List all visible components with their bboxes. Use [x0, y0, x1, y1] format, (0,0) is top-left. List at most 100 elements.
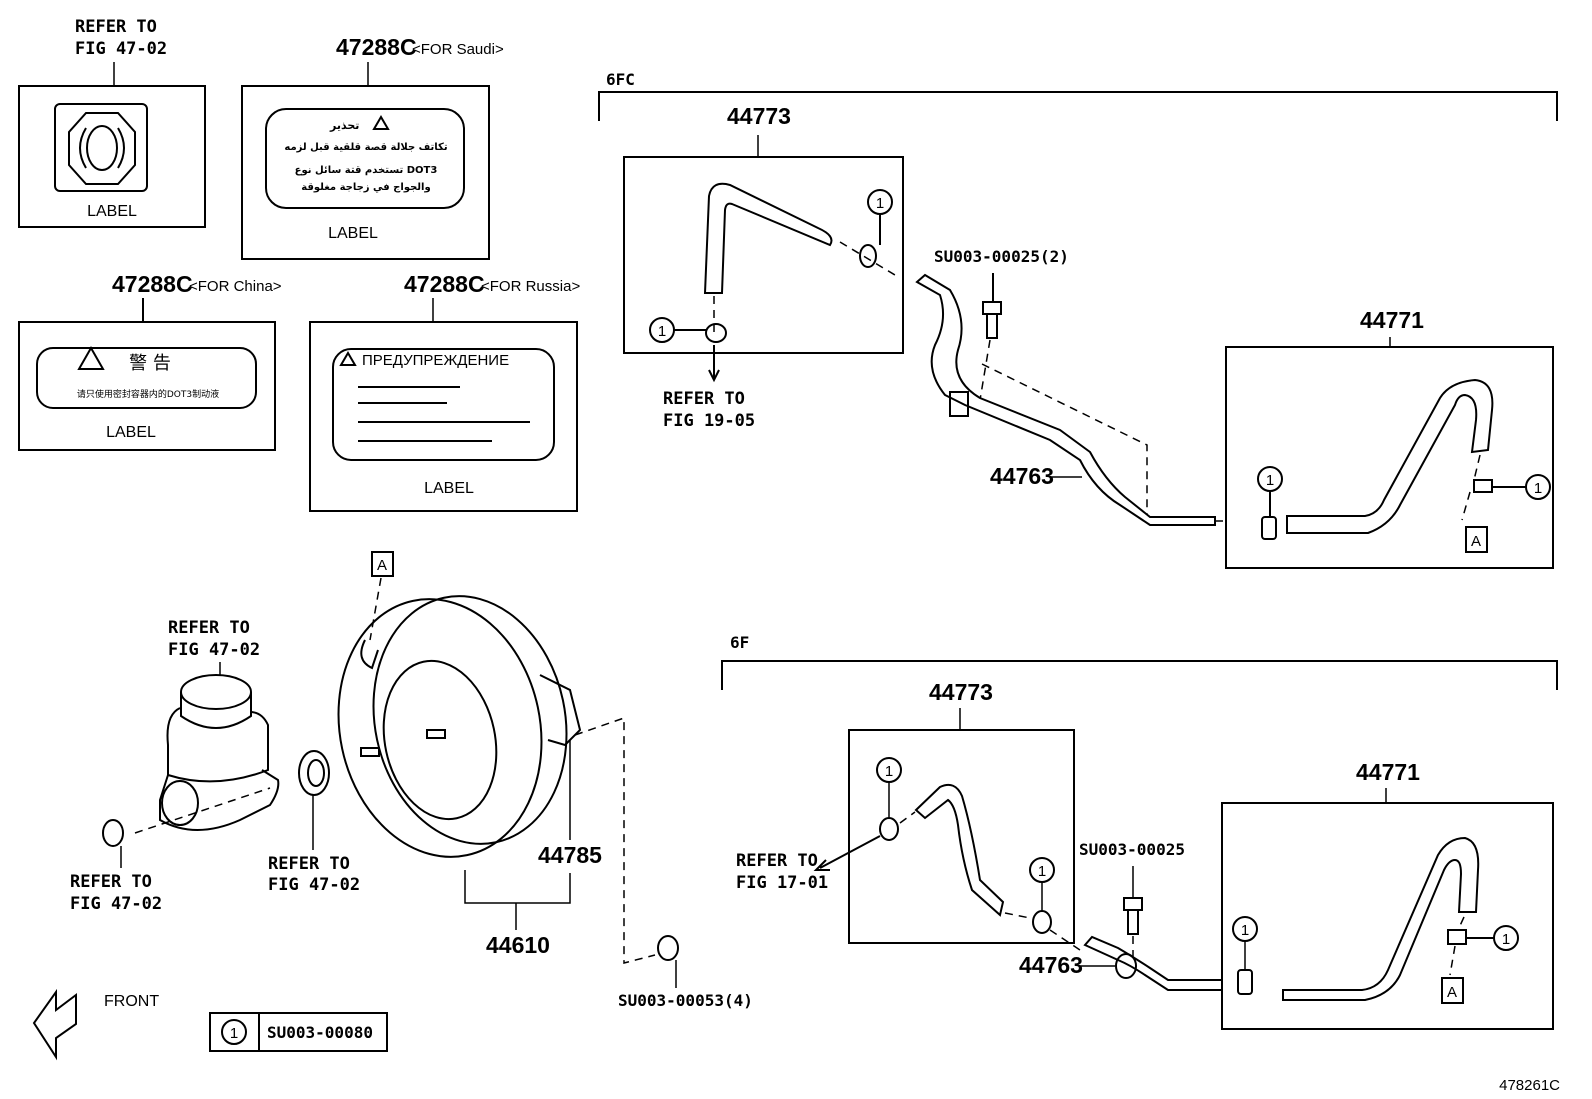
svg-text:والجواج في زجاجة مغلوقة: والجواج في زجاجة مغلوقة — [301, 182, 430, 193]
part-number: 47288C — [336, 34, 417, 60]
label-sticker-outline — [36, 347, 257, 409]
front-label: FRONT — [104, 993, 159, 1010]
stud-icon — [426, 729, 446, 739]
label-sticker-outline — [265, 108, 465, 209]
master-cylinder — [159, 769, 280, 831]
part-number-44785: 44785 — [538, 842, 602, 868]
svg-text:REFER TO: REFER TO — [268, 854, 350, 874]
label-sticker-outline — [332, 348, 555, 461]
legend: 1 SU003-00080 — [209, 1012, 388, 1052]
svg-text:FIG 47-02: FIG 47-02 — [268, 875, 360, 895]
ref-text-line2: FIG 47-02 — [75, 39, 167, 59]
part-number-44763: 44763 — [990, 463, 1054, 489]
svg-text:1: 1 — [885, 763, 893, 780]
diagram-id: 478261C — [1499, 1077, 1560, 1094]
svg-text:تستخدم قتة سائل نوع DOT3: تستخدم قتة سائل نوع DOT3 — [295, 165, 438, 176]
label-qualifier: <FOR Saudi> — [412, 41, 504, 58]
bolt-icon — [982, 301, 1002, 339]
label-caption: LABEL — [424, 480, 474, 497]
reservoir — [166, 707, 269, 783]
warning-icon — [372, 115, 390, 130]
callout-1 — [221, 1019, 247, 1045]
nut-part-number: SU003-00053(4) — [618, 991, 753, 1010]
clamp — [859, 244, 877, 268]
front-arrow-icon — [32, 988, 77, 1061]
svg-text:1: 1 — [1038, 863, 1046, 880]
label-sticker-outline — [54, 103, 148, 192]
part-number-44773: 44773 — [727, 103, 791, 129]
label-box — [241, 85, 490, 260]
ref-text-line1: REFER TO — [75, 17, 157, 37]
svg-text:A: A — [377, 557, 387, 574]
svg-text:تحذير: تحذير — [329, 119, 359, 132]
reservoir-cap — [180, 674, 252, 710]
arrow-icon — [813, 835, 881, 871]
warning-icon — [77, 345, 105, 370]
svg-text:ПРЕДУПРЕЖДЕНИЕ: ПРЕДУПРЕЖДЕНИЕ — [362, 352, 509, 369]
svg-text:1: 1 — [1241, 922, 1249, 939]
front-indicator: FRONT — [32, 988, 159, 1061]
label-box — [18, 85, 206, 228]
legend-part-number: SU003-00080 — [267, 1023, 373, 1042]
nut-icon — [102, 819, 124, 847]
svg-text:1: 1 — [1502, 931, 1510, 948]
svg-text:REFER TO: REFER TO — [70, 872, 152, 892]
seal-icon — [298, 750, 330, 796]
pipe-clip — [1115, 953, 1137, 979]
label-qualifier: <FOR Russia> — [481, 278, 580, 295]
svg-text:A: A — [1447, 984, 1457, 1001]
part-number: 47288C — [404, 271, 485, 297]
svg-text:1: 1 — [876, 195, 884, 212]
svg-text:FIG 19-05: FIG 19-05 — [663, 411, 755, 431]
label-caption: LABEL — [328, 225, 378, 242]
marker-a — [371, 551, 394, 577]
label-saudi: 47288C <FOR Saudi> تحذير تكاتف جلالة قصة… — [241, 34, 504, 260]
part-number: 47288C — [112, 271, 193, 297]
svg-text:تكاتف جلالة قصة قلقية قبل لزمه: تكاتف جلالة قصة قلقية قبل لزمه — [284, 142, 447, 153]
nut-icon — [657, 935, 679, 961]
marker-a — [1465, 526, 1488, 553]
label-qualifier: <FOR China> — [189, 278, 282, 295]
svg-text:1: 1 — [230, 1025, 238, 1042]
part-number-44773: 44773 — [929, 679, 993, 705]
marker-a — [1441, 977, 1464, 1004]
group-title: 6F — [730, 633, 749, 652]
pipe-44763 — [915, 273, 1216, 526]
label-caption: LABEL — [106, 424, 156, 441]
group-bracket — [721, 660, 1558, 690]
hose-44771 — [1282, 836, 1480, 1001]
svg-text:警 告: 警 告 — [129, 353, 171, 374]
group-bracket — [598, 91, 1558, 121]
svg-text:1: 1 — [1534, 480, 1542, 497]
group-title: 6FC — [606, 70, 635, 89]
booster-assembly: A 44785 44610 SU003-00053(4) REFER TO FI… — [70, 551, 753, 1010]
bolt-part-number: SU003-00025(2) — [934, 247, 1069, 266]
octagon-icon — [68, 112, 136, 185]
hose-44773 — [914, 783, 1005, 917]
svg-text:REFER TO: REFER TO — [168, 618, 250, 638]
svg-text:REFER TO: REFER TO — [736, 851, 818, 871]
warning-icon — [339, 351, 357, 366]
hose-44771 — [1286, 378, 1494, 534]
svg-text:REFER TO: REFER TO — [663, 389, 745, 409]
pipe-clip — [949, 391, 969, 417]
brake-booster — [337, 598, 543, 858]
part-number-44771: 44771 — [1360, 307, 1424, 333]
svg-text:47288C: 47288C — [336, 34, 417, 60]
svg-text:请只使用密封容器内的DOT3制动液: 请只使用密封容器内的DOT3制动液 — [77, 388, 219, 400]
clamp — [705, 323, 727, 343]
svg-text:FIG 17-01: FIG 17-01 — [736, 873, 828, 893]
label-china: 47288C <FOR China> 警 告 请只使用密封容器内的DOT3制动液… — [18, 271, 282, 451]
svg-text:A: A — [1471, 533, 1481, 550]
hose-44773 — [703, 182, 833, 294]
hose-box — [1221, 802, 1554, 1030]
circle-icon — [86, 125, 118, 171]
label-generic: REFER TO FIG 47-02 LABEL — [18, 17, 206, 228]
bolt-icon — [1123, 897, 1143, 935]
hose-box — [1225, 346, 1554, 569]
label-caption: LABEL — [87, 203, 137, 220]
legend-box — [209, 1012, 388, 1052]
svg-text:1: 1 — [658, 323, 666, 340]
label-box — [18, 321, 276, 451]
